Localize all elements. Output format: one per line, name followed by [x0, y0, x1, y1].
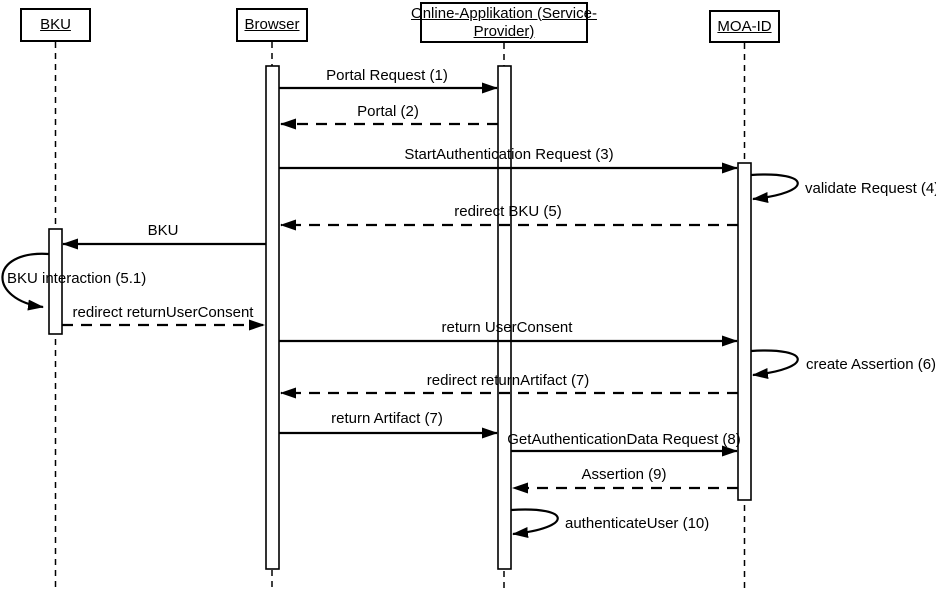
self-loop-validate-request [750, 173, 799, 203]
message-label-create-assertion: create Assertion (6) [806, 356, 936, 373]
activation-bar-bku [48, 228, 63, 335]
activation-bar-browser [265, 65, 280, 570]
message-label-redirect-bku: redirect BKU (5) [454, 203, 562, 220]
message-label-return-artifact: return Artifact (7) [331, 410, 443, 427]
actor-label-browser: Browser [244, 16, 300, 33]
message-label-redirect-returnuserconsent: redirect returnUserConsent [72, 304, 254, 321]
message-label-assertion: Assertion (9) [581, 466, 667, 483]
message-label-portal-response: Portal (2) [357, 103, 419, 120]
actor-label-online-app-line2: Provider) [473, 22, 535, 40]
message-label-startauthentication-request: StartAuthentication Request (3) [404, 146, 614, 163]
message-label-return-userconsent: return UserConsent [441, 319, 573, 336]
message-label-validate-request: validate Request (4) [805, 180, 936, 197]
message-label-bku: BKU [147, 222, 179, 239]
actor-label-bku: BKU [40, 16, 71, 33]
actor-label-online-app-line1: Online-Applikation (Service- [411, 4, 597, 22]
self-loop-create-assertion [750, 349, 799, 379]
message-label-portal-request: Portal Request (1) [326, 67, 448, 84]
actor-box-bku: BKU [20, 8, 91, 42]
actor-box-browser: Browser [236, 8, 308, 42]
actor-label-moa-id: MOA-ID [717, 17, 772, 35]
self-loop-bku-interaction [1, 252, 50, 311]
message-label-bku-interaction: BKU interaction (5.1) [7, 270, 147, 287]
self-loop-authenticateuser [510, 508, 559, 538]
activation-bar-moa-id [737, 162, 752, 501]
activation-bar-online-app [497, 65, 512, 570]
message-label-redirect-returnartifact: redirect returnArtifact (7) [426, 372, 590, 389]
message-label-authenticateuser: authenticateUser (10) [565, 515, 710, 532]
actor-box-online-app: Online-Applikation (Service- Provider) [411, 2, 597, 43]
actor-box-moa-id: MOA-ID [709, 10, 780, 43]
message-label-getauthenticationdata-request: GetAuthenticationData Request (8) [507, 431, 741, 448]
